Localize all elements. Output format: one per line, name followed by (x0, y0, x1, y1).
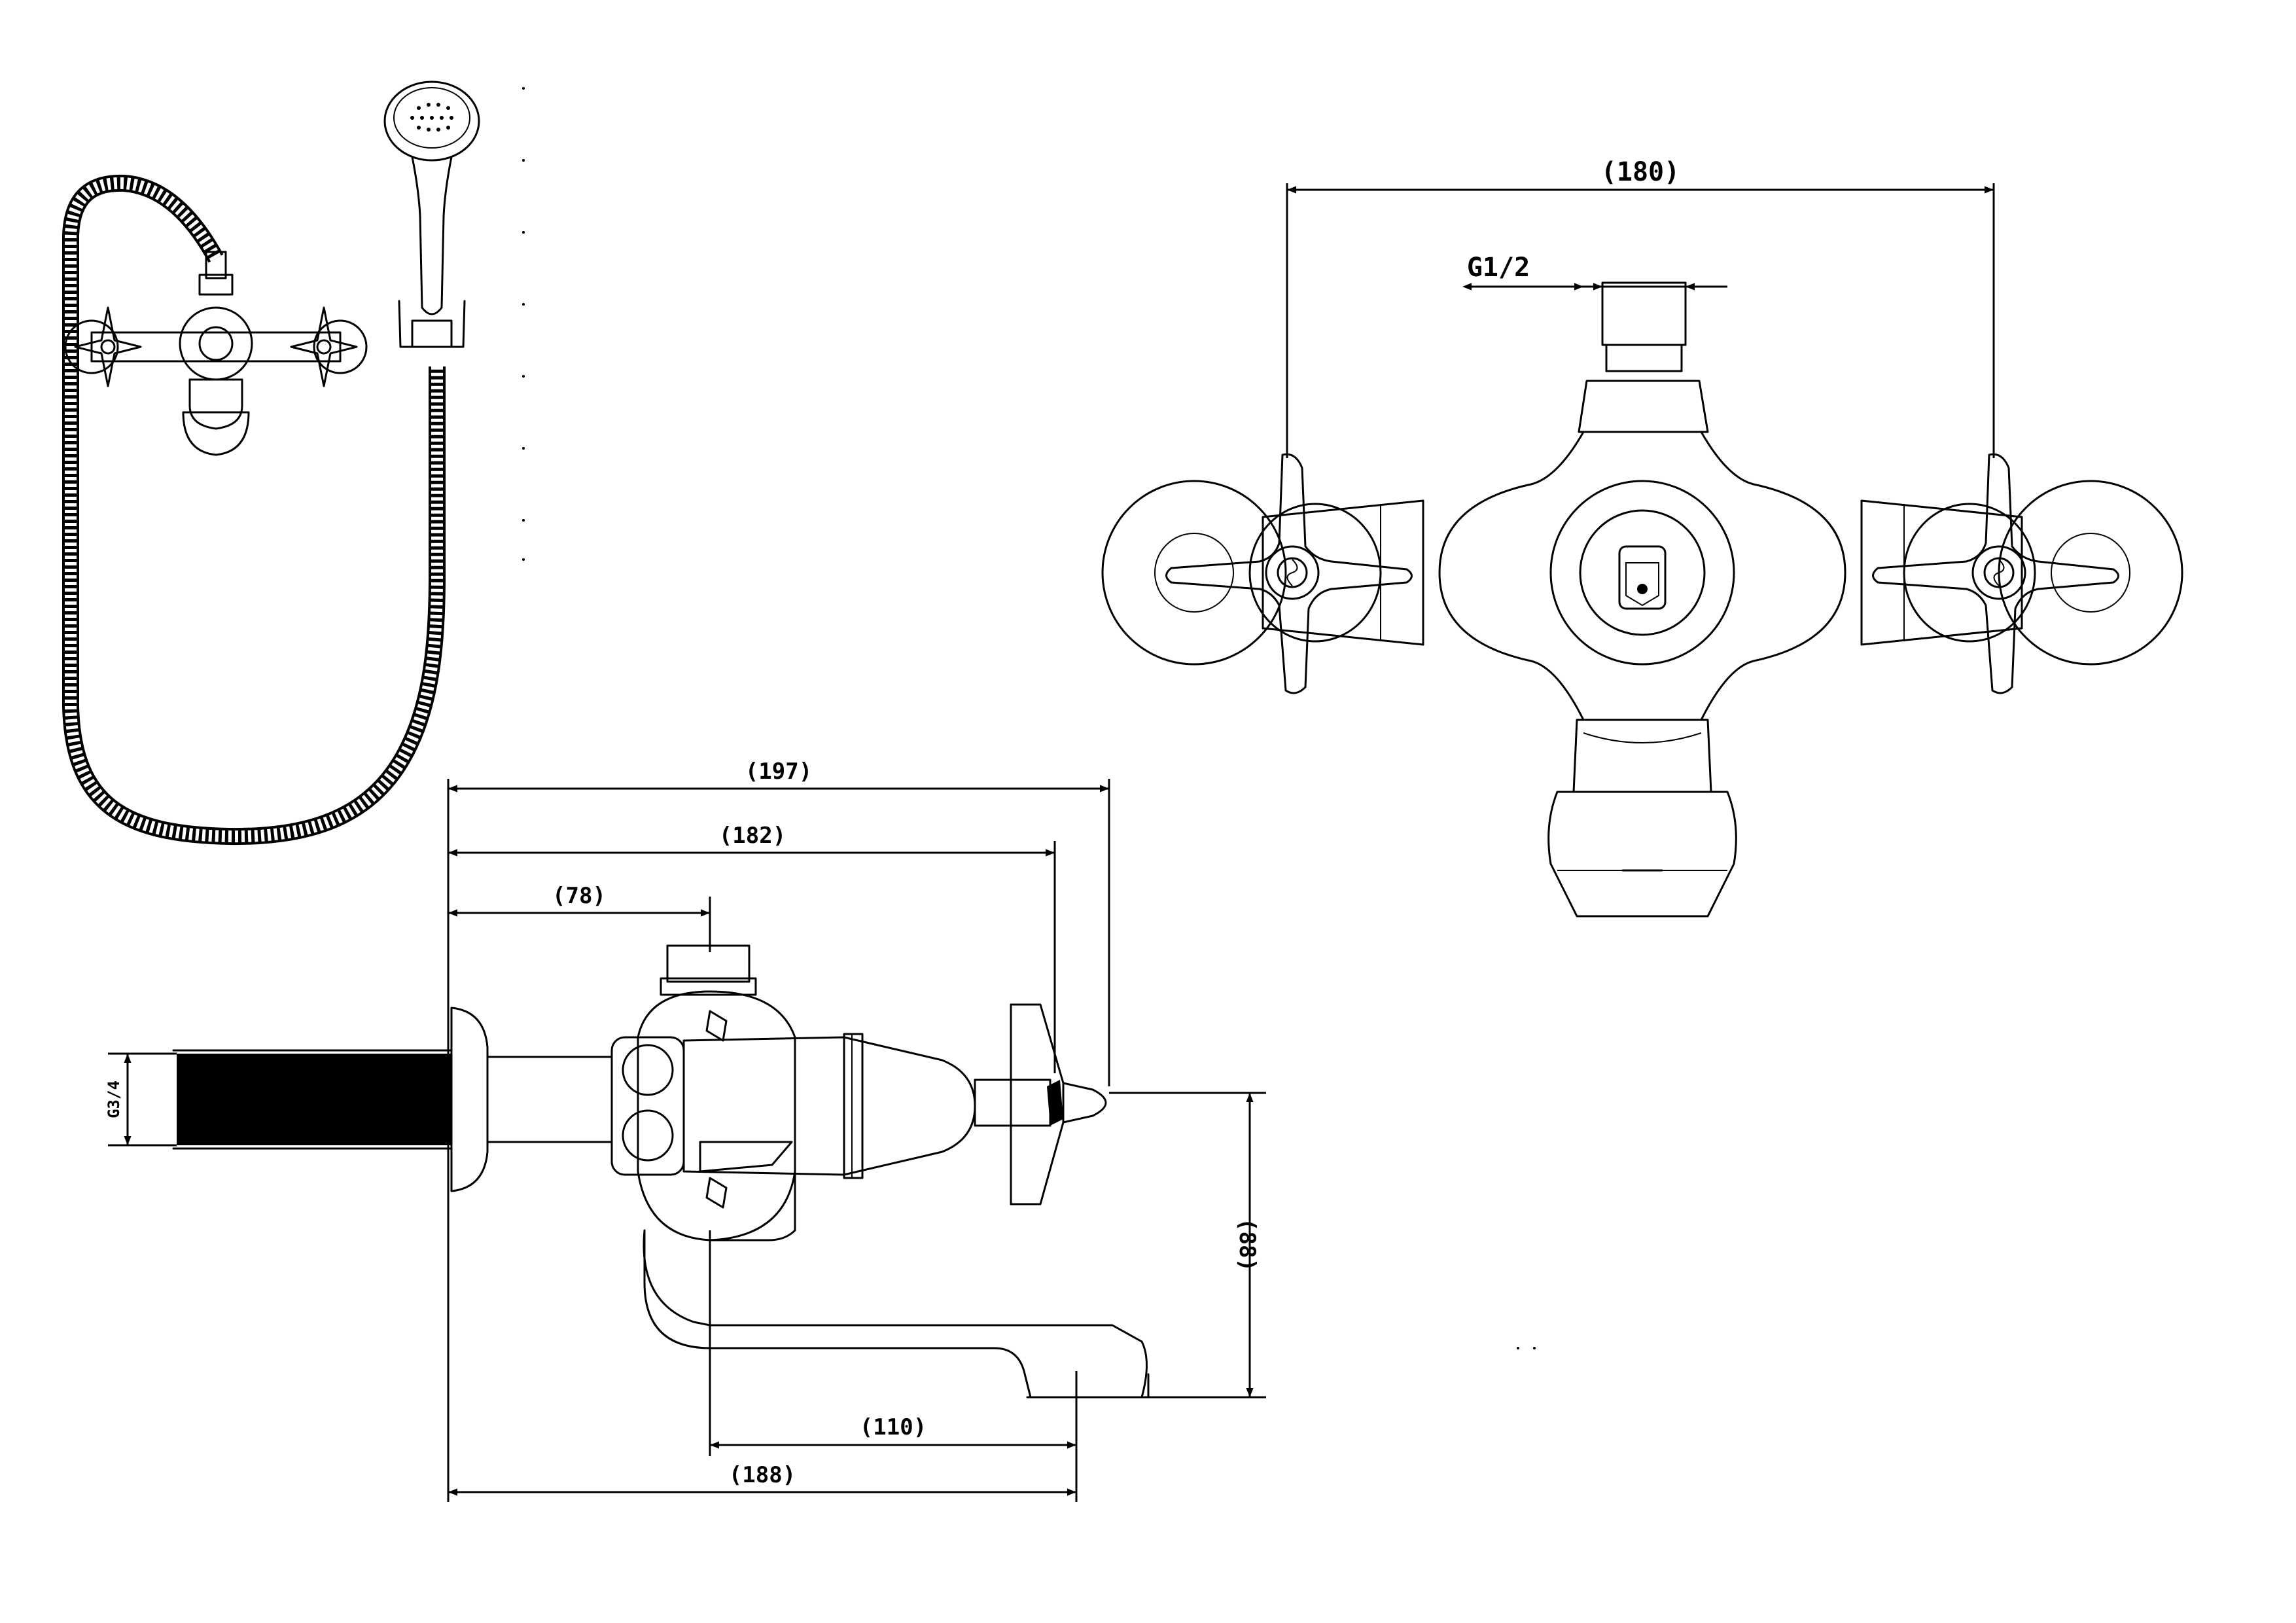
mixer-hub (1438, 431, 1846, 721)
left-cross-handle (1165, 453, 1413, 694)
dimension-side-inlet: (78) (552, 883, 606, 909)
side-valve-housing (682, 1036, 976, 1176)
dimension-spout-reach: (110) (860, 1414, 927, 1440)
dimension-front-width: (180) (1601, 157, 1680, 187)
dimension-inlet-thread: G1/2 (1467, 253, 1530, 283)
dimension-side-height: (88) (1234, 1218, 1260, 1272)
front-spout (1547, 791, 1737, 918)
side-spout (643, 1229, 1148, 1399)
stray-dot (1517, 1347, 1519, 1349)
dimension-side-base: (188) (729, 1462, 796, 1488)
inlet-nipple (1601, 281, 1687, 346)
dimension-side-overall: (197) (745, 758, 812, 785)
dimension-side-handle: (182) (719, 823, 786, 849)
left-wall-flange (1101, 480, 1287, 666)
right-wall-flange (1998, 480, 2183, 666)
side-view: (197) (182) (78) (110) (188) (88) G3/4 (105, 758, 1266, 1502)
overview-mixer (64, 306, 368, 456)
overview-assembly (62, 80, 525, 846)
overview-guide-dots (522, 87, 525, 561)
side-wall-flange (450, 1007, 489, 1192)
front-view: (180) G1/2 (1101, 157, 2183, 918)
overview-hand-shower (383, 80, 480, 348)
stray-dot (1533, 1347, 1536, 1349)
right-cross-handle (1872, 453, 2119, 694)
shower-hose (62, 174, 446, 846)
dimension-wall-thread: G3/4 (105, 1080, 123, 1118)
